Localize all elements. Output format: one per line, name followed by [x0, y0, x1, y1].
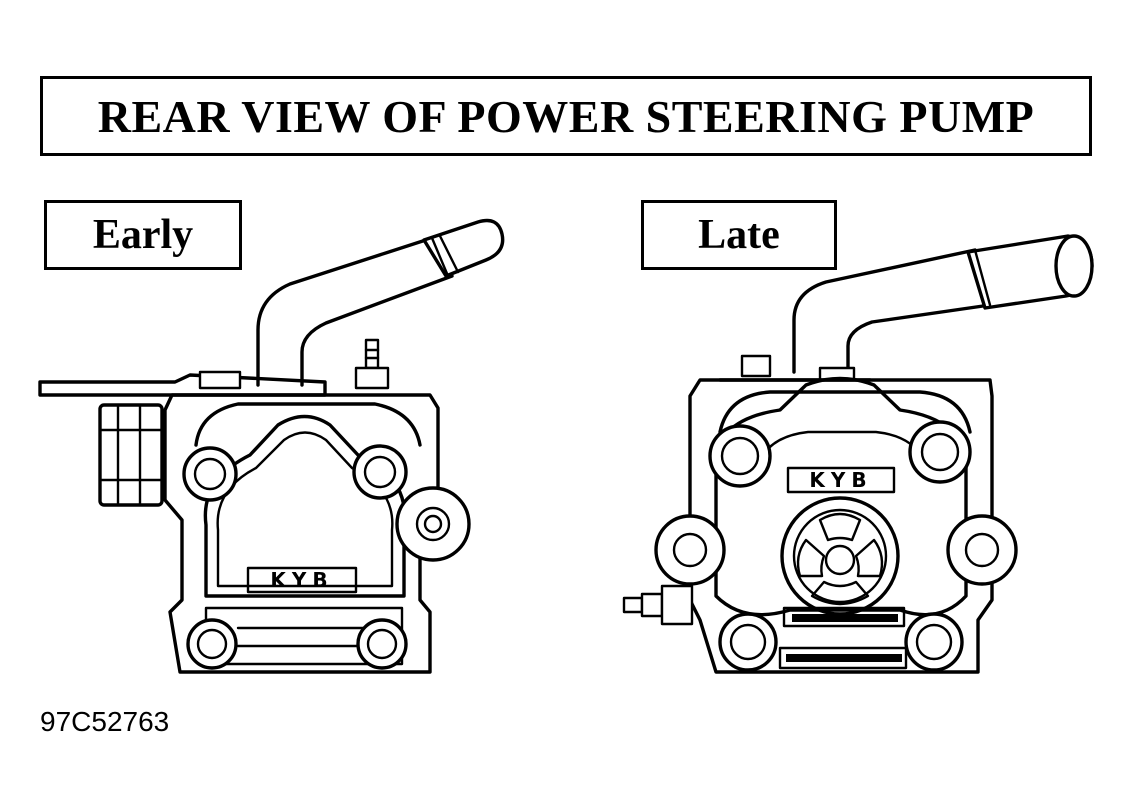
late-part-number-stamps [786, 614, 902, 662]
title-box: REAR VIEW OF POWER STEERING PUMP [40, 76, 1092, 156]
late-side-bosses [656, 516, 1016, 584]
late-label-box: Late [641, 200, 837, 270]
diagram-title: REAR VIEW OF POWER STEERING PUMP [97, 90, 1035, 142]
early-side-boss [397, 488, 469, 560]
figure-id: 97C52763 [40, 706, 170, 737]
early-kyb-stamp: KYB [248, 568, 356, 592]
late-bolts [710, 422, 970, 670]
late-kyb-stamp: KYB [788, 468, 894, 492]
svg-text:KYB: KYB [270, 568, 333, 592]
early-label-box: Early [44, 200, 242, 270]
early-bolts [184, 446, 406, 668]
late-outlet-pipe [794, 236, 1092, 372]
early-bleed-nipple [356, 340, 388, 388]
late-side-nipple [624, 586, 692, 624]
early-side-fitting [100, 405, 162, 505]
early-mounting-bracket [40, 372, 325, 395]
early-label: Early [92, 212, 194, 258]
late-label: Late [698, 212, 780, 258]
early-outlet-pipe [258, 221, 503, 386]
svg-text:KYB: KYB [809, 468, 872, 492]
late-center-cover [782, 498, 898, 614]
